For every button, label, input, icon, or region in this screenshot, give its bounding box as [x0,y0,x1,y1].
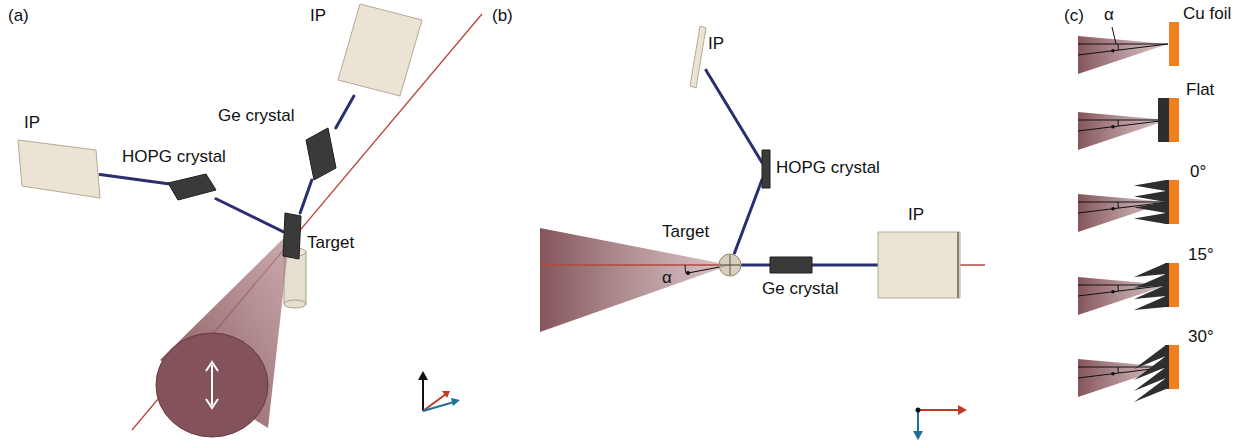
shape-outline [306,128,336,180]
x-ray-path [300,180,312,213]
target-variant [1078,98,1179,150]
panel-label: (b) [492,6,513,26]
shape-outline [878,232,960,298]
axes-a [418,371,460,411]
part-label: IP [708,34,724,54]
image-plate: IP [878,232,960,298]
shape-outline [283,213,301,259]
target-variant [1078,22,1179,74]
panel-label: (c) [1064,6,1084,26]
annotation: 0° [1190,162,1206,182]
part-label: IP [24,113,40,133]
leader-line [1112,27,1116,44]
crystal: Ge crystal [770,257,812,273]
x-ray-path [100,175,168,184]
x-ray-path [216,199,283,232]
polarisation-symbol [542,360,556,374]
shape-outline [338,4,422,96]
target: Target [718,253,742,277]
x-ray-path [706,70,762,162]
x-ray-path [336,96,354,128]
shape-outline [168,174,216,200]
target-variant [1078,345,1179,402]
target-variant [1078,263,1179,315]
shape-outline [690,26,706,88]
annotation: 30° [1188,327,1214,347]
x-ray-path [812,264,878,267]
shape-outline [762,150,770,188]
shape-outline [718,253,742,277]
annotation: α [662,268,672,288]
panel-label: (a) [8,6,29,26]
x-ray-path [742,264,770,267]
part-label: Target [662,222,709,242]
part-label: HOPG crystal [776,158,880,178]
part-label: HOPG crystal [122,147,226,167]
part-label: Ge crystal [762,279,839,299]
image-plate: IP [690,26,706,88]
image-plate: IP [338,4,422,96]
annotation: 15° [1188,245,1214,265]
part-label: Ge crystal [218,106,295,126]
x-ray-path [735,180,763,253]
part-label: IP [908,205,924,225]
part-label: IP [310,6,326,26]
part-label: Target [307,233,354,253]
crystal: HOPG crystal [168,174,216,200]
laser-cone [156,232,290,437]
crystal: HOPG crystal [762,150,770,188]
crystal: Ge crystal [306,128,336,180]
annotation: Flat [1186,80,1214,100]
laser-cone [540,228,730,332]
annotation: α [1104,5,1114,25]
shape-outline [770,257,812,273]
cone-axis [686,271,690,275]
angle-arc [685,265,686,274]
shape-outline [18,140,100,198]
crystal: Target [283,213,301,259]
image-plate: IP [18,140,100,198]
annotation: Cu foil [1183,4,1231,24]
target-variants [1078,22,1179,402]
axes-b [913,405,967,440]
target-variant [1078,180,1179,232]
